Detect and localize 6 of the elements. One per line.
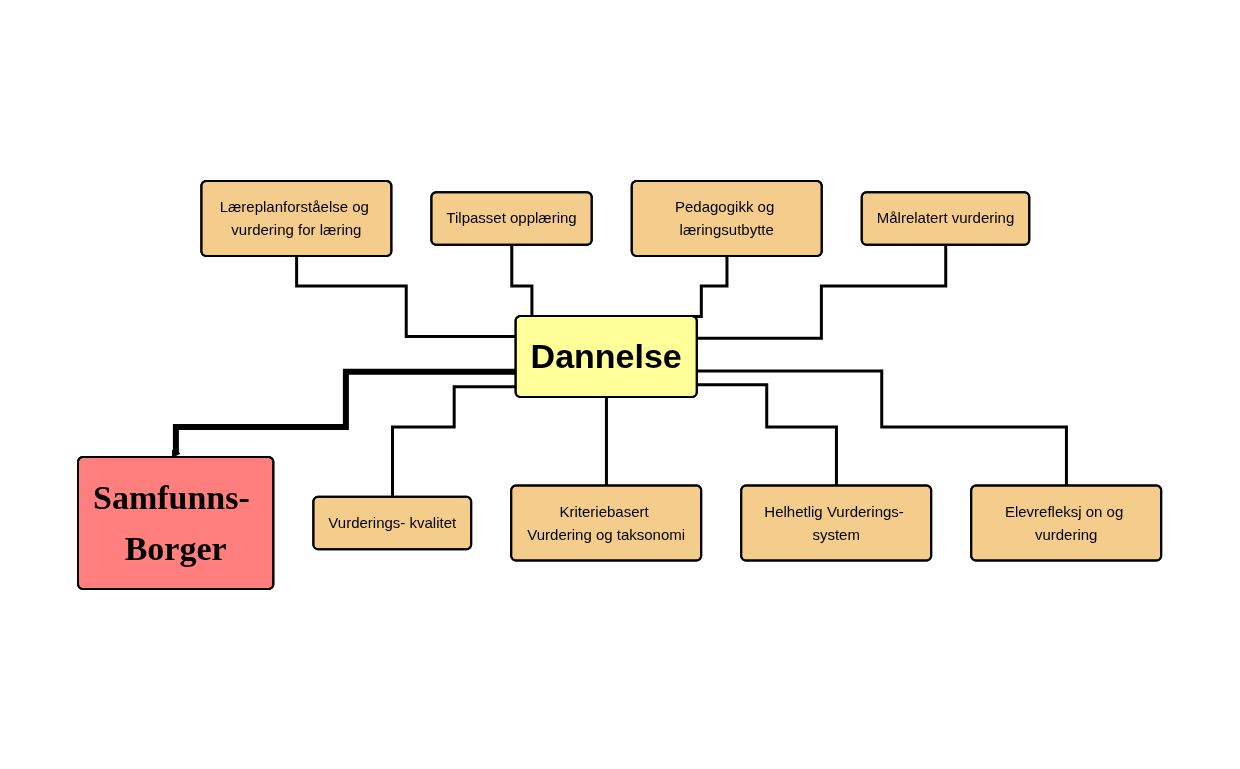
connector — [295, 254, 517, 338]
connector — [697, 243, 948, 340]
arrow — [172, 368, 517, 458]
connector — [605, 395, 609, 487]
connector — [697, 368, 1069, 487]
connector — [697, 382, 839, 487]
